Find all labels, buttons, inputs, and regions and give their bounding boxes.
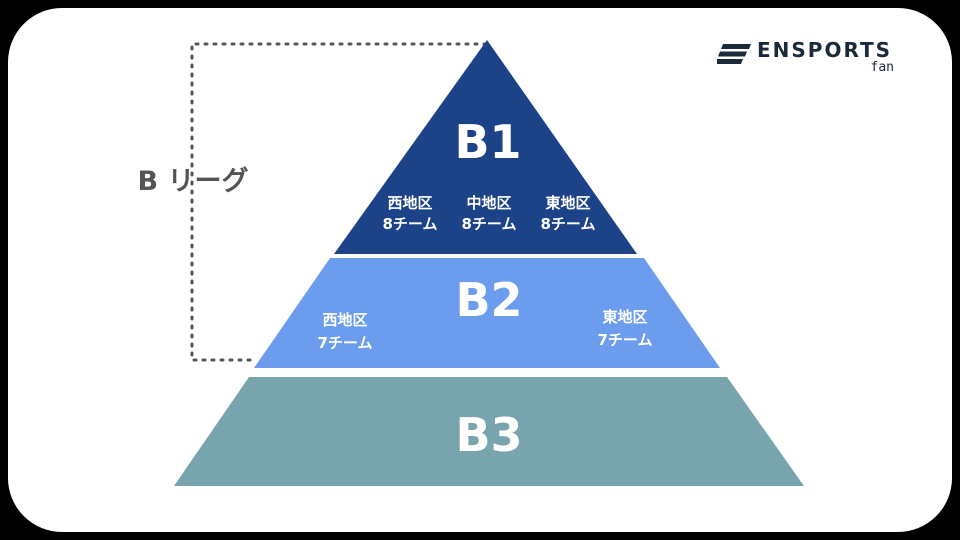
b1-east-division-teams: 8チーム xyxy=(541,215,596,233)
logo-subtext: fan xyxy=(870,60,894,75)
b1-east-division-name: 東地区 xyxy=(545,194,590,212)
tier-b3-shape xyxy=(174,377,804,486)
b2-east-division-teams: 7チーム xyxy=(598,331,653,349)
b2-east-division-name: 東地区 xyxy=(602,308,647,326)
b1-west-division-teams: 8チーム xyxy=(383,215,438,233)
b2-west-division-name: 西地区 xyxy=(322,311,367,329)
tier-b3-label: B3 xyxy=(455,408,522,462)
b1-west-division-name: 西地区 xyxy=(387,194,432,212)
tier-b1-label: B1 xyxy=(454,115,521,169)
b1-central-division-name: 中地区 xyxy=(466,194,511,212)
b-league-bracket xyxy=(190,42,488,362)
tier-b2-label: B2 xyxy=(455,273,522,327)
tier-b2-shape xyxy=(254,258,720,368)
ensports-logo-mark-icon xyxy=(717,44,751,64)
ensports-fan-logo: ENSPORTS fan xyxy=(717,38,902,82)
logo-wordmark: ENSPORTS xyxy=(757,38,893,62)
tier-b1-shape xyxy=(334,40,637,254)
b2-west-division-teams: 7チーム xyxy=(318,334,373,352)
b-league-label: B リーグ xyxy=(138,165,249,197)
b1-central-division-teams: 8チーム xyxy=(462,215,517,233)
